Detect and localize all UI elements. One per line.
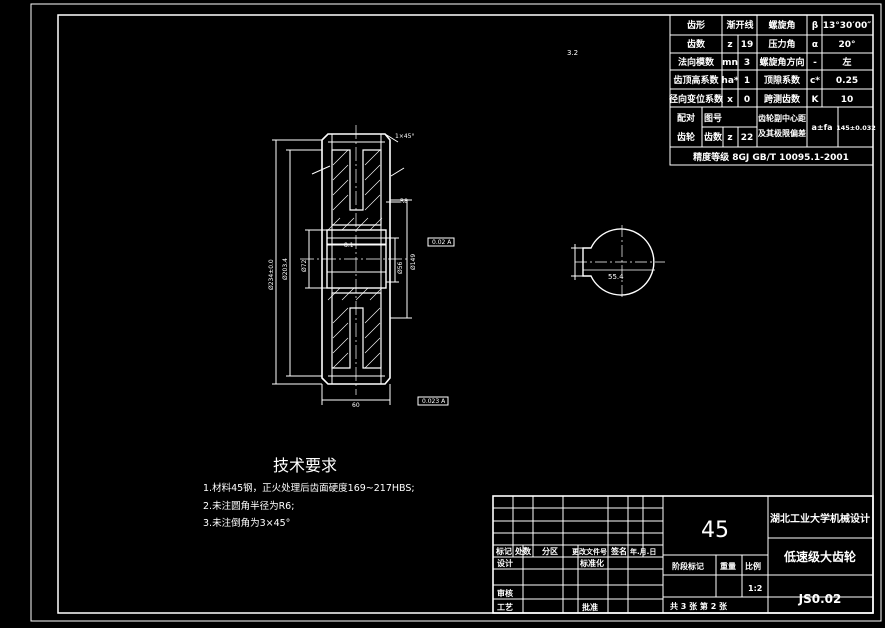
- pair-center-value: 145±0.032: [836, 124, 876, 132]
- param-r1-sym: z: [727, 40, 732, 50]
- param-r3-sym2: c*: [810, 76, 820, 86]
- tb-drawing-no: JS0.02: [798, 592, 842, 606]
- tb-process: 工艺: [497, 602, 513, 612]
- pair-center-2: 及其极限偏差: [758, 128, 806, 138]
- roughness-note: 3.2: [567, 49, 578, 57]
- pair-teeth: 齿数: [704, 131, 723, 143]
- param-r3-label2: 顶隙系数: [764, 74, 801, 86]
- param-r0-sym2: β: [812, 21, 819, 31]
- tol-frame-a: 0.02 A: [432, 239, 452, 246]
- dim-radius: R8: [400, 198, 408, 205]
- param-r1-value2: 20°: [838, 40, 855, 50]
- tb-part-name: 低速级大齿轮: [783, 549, 857, 564]
- requirement-1: 1.材料45钢，正火处理后齿面硬度169~217HBS;: [203, 483, 415, 494]
- gear-section-view: [272, 125, 455, 406]
- param-r4-label: 径向变位系数: [669, 93, 724, 105]
- pair-teeth-value: 22: [741, 133, 754, 143]
- inner-border: [57, 14, 874, 614]
- tb-header-change: 更改文件号: [572, 547, 607, 556]
- param-r2-label2: 螺旋角方向: [759, 56, 804, 68]
- param-r1-label2: 压力角: [768, 38, 795, 50]
- param-r4-sym2: K: [812, 95, 820, 105]
- requirement-2: 2.未注圆角半径为R6;: [203, 501, 295, 512]
- tb-proof: 审核: [497, 588, 513, 598]
- param-r3-label: 齿顶高系数: [673, 74, 719, 86]
- outer-border: [30, 3, 882, 622]
- param-r4-value2: 10: [841, 95, 854, 105]
- param-r2-sym: mn: [722, 58, 738, 68]
- param-r0-value: 渐开线: [726, 19, 753, 31]
- title-block: [492, 495, 874, 614]
- dim-bore-diameter: Ø56: [397, 261, 404, 274]
- dim-keyway: 8.1: [344, 242, 354, 249]
- dim-web-diameter: Ø149: [410, 254, 417, 270]
- dim-outer-diameter: Ø234±0.0: [268, 259, 275, 290]
- tb-material: 45: [701, 518, 729, 543]
- requirement-3: 3.未注倒角为3×45°: [203, 518, 291, 529]
- dim-hub-diameter: Ø72: [301, 259, 308, 272]
- tb-header-date: 年.月.日: [630, 547, 656, 556]
- tb-header-count: 处数: [514, 546, 532, 556]
- param-r1-value: 19: [741, 40, 754, 50]
- dim-face-width: 60: [352, 402, 360, 409]
- pair-center-sym: a±fa: [812, 123, 833, 132]
- param-r2-sym2: -: [813, 58, 817, 68]
- dim-key-depth: 55.4: [608, 273, 624, 281]
- param-r2-value2: 左: [841, 56, 851, 68]
- param-r3-value2: 0.25: [836, 76, 858, 86]
- tb-design-std: 标准化: [579, 558, 604, 568]
- param-r0-value2: 13°30′00″: [823, 21, 871, 31]
- tb-stage: 阶段标记: [672, 561, 704, 571]
- tol-frame-b: 0.023 A: [422, 398, 446, 405]
- tb-weight: 重量: [720, 561, 736, 571]
- tb-sheets: 共 3 张 第 2 张: [670, 601, 728, 611]
- parameter-table: [669, 14, 874, 166]
- precision-grade: 精度等级 8GJ GB/T 10095.1-2001: [693, 151, 849, 163]
- tb-school: 湖北工业大学机械设计: [770, 512, 870, 525]
- param-r4-value: 0: [744, 95, 750, 105]
- tb-design: 设计: [497, 558, 513, 568]
- param-r1-label: 齿数: [687, 38, 706, 50]
- pair-label-1: 配对: [677, 112, 695, 124]
- param-r3-value: 1: [744, 76, 750, 86]
- pair-center-1: 齿轮副中心距: [758, 113, 806, 123]
- dim-chamfer: 1×45°: [395, 133, 414, 140]
- pair-teeth-sym: z: [727, 133, 732, 143]
- param-r2-label: 法向模数: [678, 56, 715, 68]
- tb-scale: 比例: [745, 561, 761, 571]
- param-r2-value: 3: [744, 58, 750, 68]
- tb-approve: 批准: [582, 602, 598, 612]
- param-r4-label2: 跨测齿数: [764, 93, 801, 105]
- tb-header-mark: 标记: [495, 546, 512, 556]
- dim-root-diameter: Ø203.4: [282, 258, 289, 280]
- tb-header-zone: 分区: [542, 546, 558, 556]
- param-r4-sym: x: [727, 95, 733, 105]
- keyway-detail-view: [571, 225, 665, 300]
- tb-scale-value: 1:2: [748, 584, 762, 593]
- param-r0-label2: 螺旋角: [768, 19, 795, 31]
- requirements-title: 技术要求: [273, 456, 338, 475]
- param-r3-sym: ha*: [721, 76, 738, 86]
- param-r1-sym2: α: [812, 40, 818, 50]
- param-r0-label: 齿形: [687, 19, 705, 31]
- tb-header-sign: 签名: [610, 546, 627, 556]
- pair-label-2: 齿轮: [677, 131, 695, 143]
- pair-drawing-no: 图号: [704, 113, 722, 124]
